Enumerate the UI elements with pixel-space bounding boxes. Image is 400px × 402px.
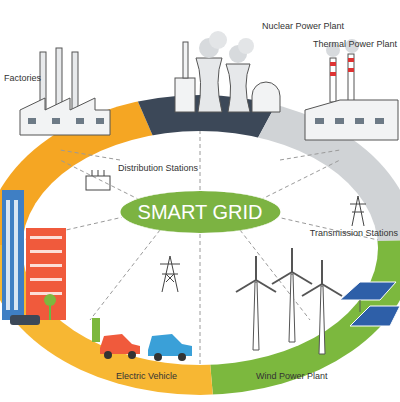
center-ellipse: SMART GRID — [118, 190, 283, 234]
thermal-label: Thermal Power Plant — [313, 40, 397, 50]
distribution-label: Distribution Stations — [118, 164, 198, 174]
nuclear-label: Nuclear Power Plant — [262, 22, 344, 32]
factories-label: Factories — [4, 74, 41, 84]
vehicle-label: Electric Vehicle — [116, 372, 177, 382]
wind-label: Wind Power Plant — [256, 372, 328, 382]
transmission-label: Transmission Stations — [310, 229, 398, 239]
node-title: SMART GRID — [138, 201, 263, 224]
